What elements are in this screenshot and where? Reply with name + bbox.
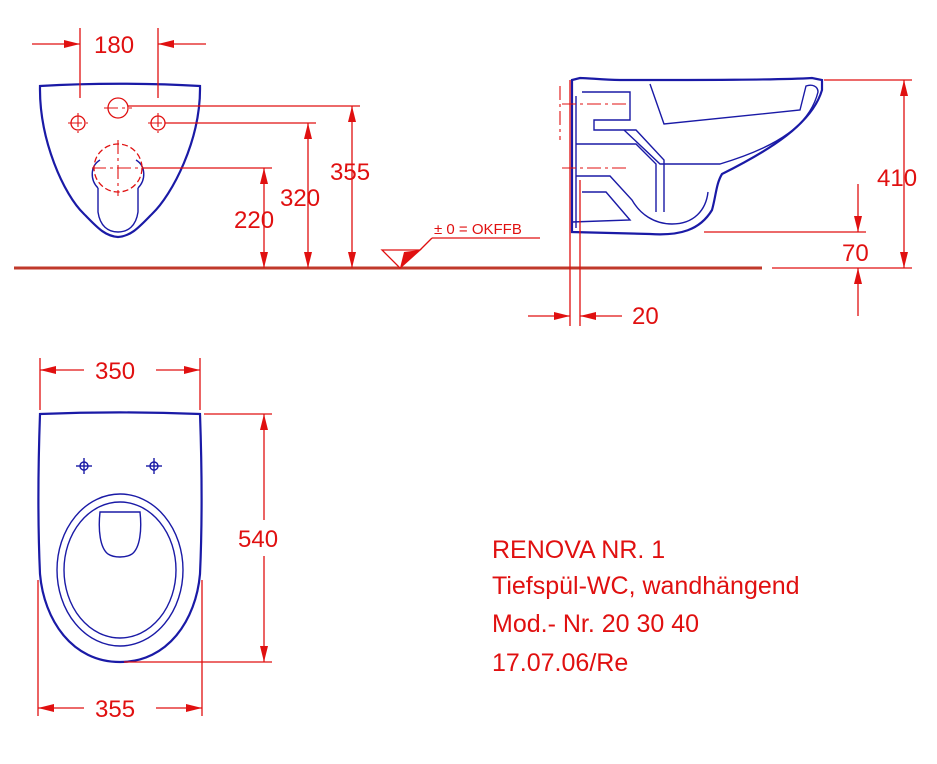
info-line-description: Tiefspül-WC, wandhängend <box>492 572 800 600</box>
dim-320: 320 <box>280 185 320 212</box>
dim-70: 70 <box>842 240 869 267</box>
side-view: 20 410 70 <box>528 76 917 330</box>
info-line-model-number: Mod.- Nr. 20 30 40 <box>492 610 699 638</box>
dim-410: 410 <box>877 165 917 192</box>
dim-355-front: 355 <box>330 159 370 186</box>
floor-reference-label: ± 0 = OKFFB <box>434 221 522 238</box>
dim-220: 220 <box>234 207 274 234</box>
info-block: RENOVA NR. 1 Tiefspül-WC, wandhängend Mo… <box>492 536 800 677</box>
info-line-model-name: RENOVA NR. 1 <box>492 536 665 564</box>
dim-355-top: 355 <box>95 696 135 723</box>
front-view: 180 220 320 355 <box>32 28 370 268</box>
info-line-date: 17.07.06/Re <box>492 649 628 677</box>
dim-540: 540 <box>238 526 278 553</box>
top-view: 350 540 355 <box>37 358 278 723</box>
dim-20: 20 <box>632 303 659 330</box>
floor-reference: ± 0 = OKFFB <box>380 221 540 269</box>
dim-180: 180 <box>94 32 134 59</box>
dim-350: 350 <box>95 358 135 385</box>
